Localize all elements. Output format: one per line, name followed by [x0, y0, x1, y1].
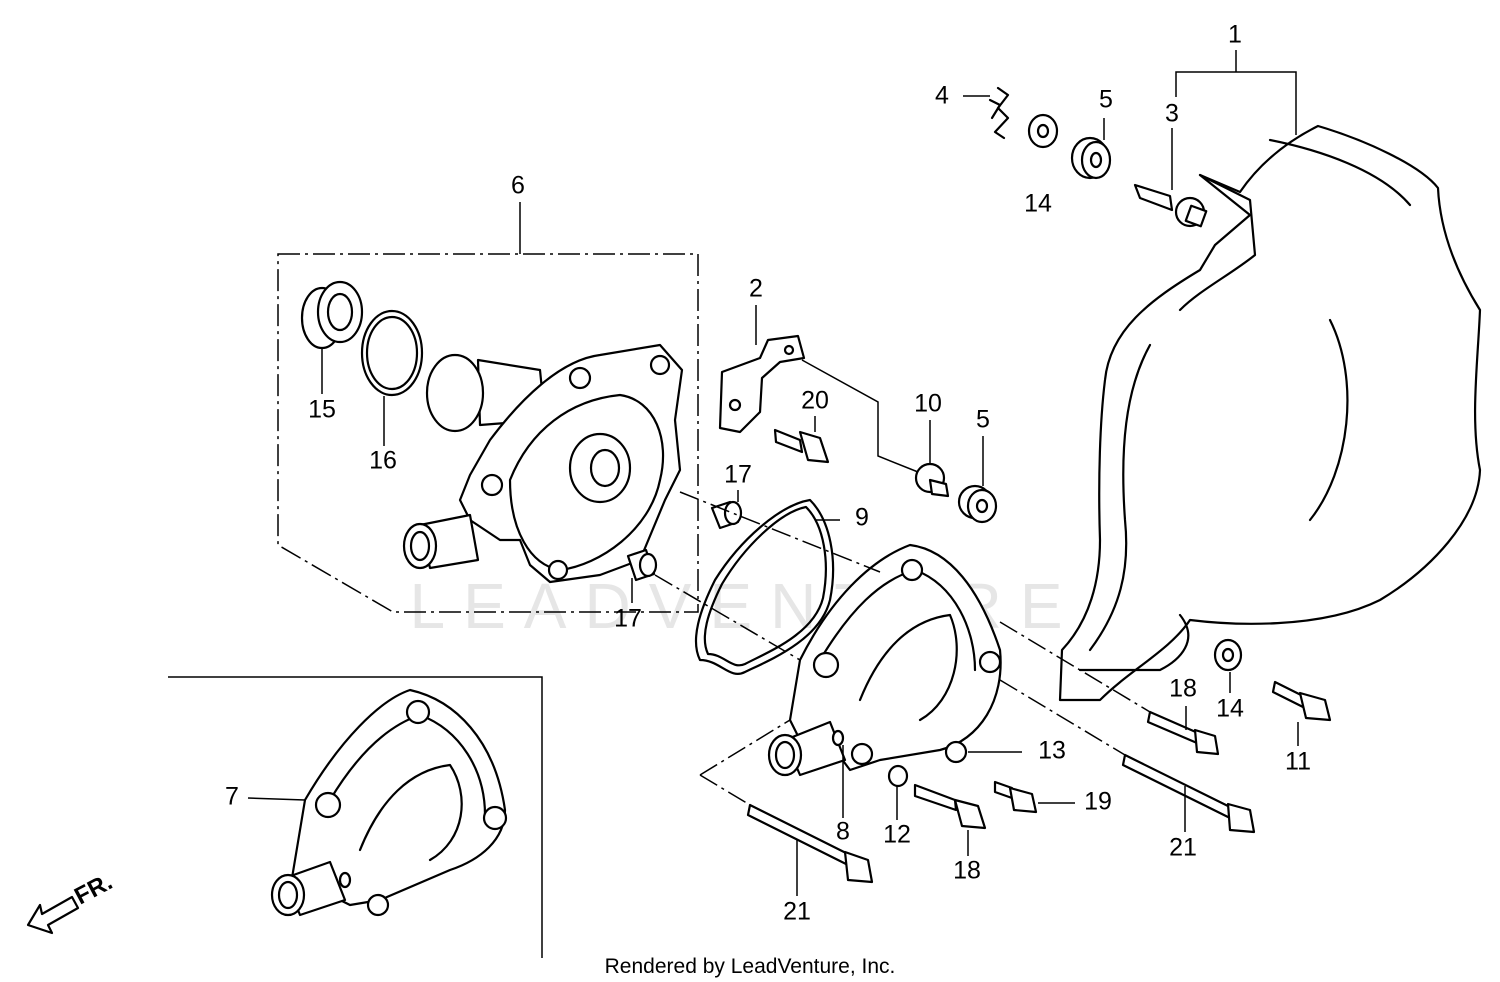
grommet-part-5-top	[1070, 118, 1112, 180]
footer-credit: Rendered by LeadVenture, Inc.	[605, 955, 896, 978]
callout-21: 21	[1169, 834, 1197, 862]
callout-18: 18	[953, 857, 981, 885]
callout-13: 13	[1038, 737, 1066, 765]
washer-part-14-right	[1213, 638, 1243, 693]
callout-10: 10	[914, 390, 942, 418]
callout-18: 18	[1169, 675, 1197, 703]
callout-19: 19	[1084, 788, 1112, 816]
callout-9: 9	[855, 504, 869, 532]
callout-16: 16	[369, 447, 397, 475]
callout-21: 21	[783, 898, 811, 926]
front-direction-indicator: FR.	[26, 868, 117, 935]
grommet-part-5-middle	[957, 436, 998, 524]
seal-part-15	[300, 280, 364, 394]
callout-2: 2	[749, 275, 763, 303]
callout-14: 14	[1216, 695, 1244, 723]
bolt-part-18-lower	[913, 783, 987, 856]
callout-5: 5	[1099, 86, 1113, 114]
callout-8: 8	[836, 818, 850, 846]
callout-14: 14	[1024, 190, 1052, 218]
callout-3: 3	[1165, 100, 1179, 128]
gasket-part-9	[694, 498, 840, 675]
callout-4: 4	[935, 82, 949, 110]
group-7-outline	[168, 676, 543, 958]
bolt-part-21-right	[1121, 753, 1256, 834]
dowel-part-17-upper	[710, 490, 743, 530]
part-1-bracket	[1175, 50, 1297, 135]
callout-20: 20	[801, 387, 829, 415]
callout-12: 12	[883, 821, 911, 849]
alignment-lines	[654, 491, 1151, 806]
front-arrow-icon	[26, 895, 80, 935]
callout-6: 6	[511, 172, 525, 200]
callout-11: 11	[1285, 748, 1311, 776]
cover-part-1	[1058, 124, 1482, 702]
callout-17: 17	[724, 461, 752, 489]
washer-part-12	[887, 764, 909, 820]
clip-part-4	[963, 86, 1010, 140]
collar-part-10	[914, 420, 950, 498]
callout-17: 17	[614, 605, 642, 633]
group-6-outline	[277, 202, 699, 613]
oring-part-16	[360, 309, 424, 446]
cover-part-7	[247, 688, 508, 917]
bolt-part-3	[1133, 128, 1208, 228]
callout-5: 5	[976, 406, 990, 434]
callout-7: 7	[225, 783, 239, 811]
callout-1: 1	[1228, 21, 1242, 49]
bolt-part-20	[773, 416, 830, 464]
bolt-part-21-lower	[746, 803, 874, 896]
bolt-part-11	[1271, 680, 1332, 746]
water-pump-part-6	[402, 343, 684, 584]
bolt-part-19	[993, 780, 1075, 814]
washer-part-14-top	[1027, 113, 1059, 149]
bolt-part-18-right	[1146, 706, 1220, 756]
bracket-part-2	[718, 305, 806, 434]
dowel-part-17-lower	[626, 548, 658, 603]
front-direction-label: FR.	[70, 868, 117, 910]
washer-part-13	[944, 740, 1022, 764]
callout-15: 15	[308, 396, 336, 424]
